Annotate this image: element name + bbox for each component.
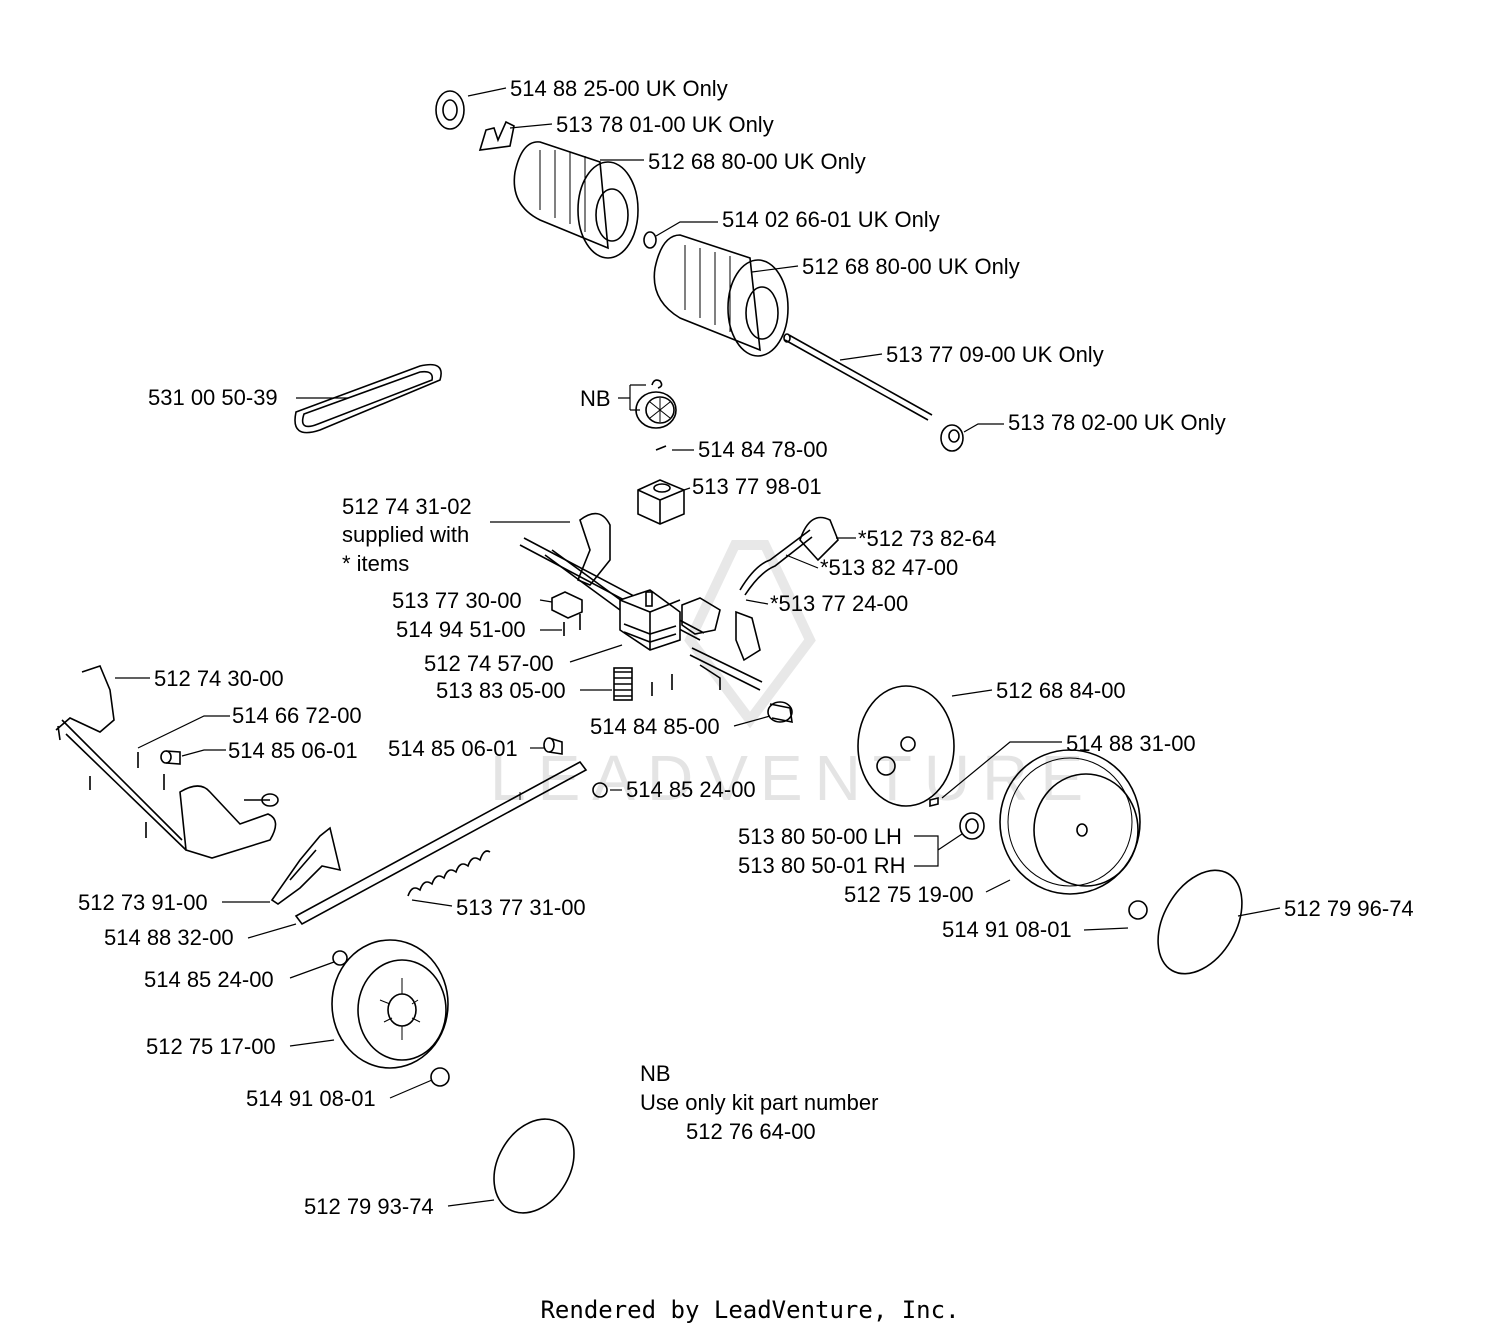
key-part — [929, 796, 939, 808]
pin-part — [655, 445, 667, 451]
watermark: LEADVENTURE — [490, 540, 1095, 814]
label-512-73-91-00: 512 73 91-00 — [78, 890, 208, 915]
note-title: NB — [640, 1061, 671, 1086]
label-514-85-06-01-b: 514 85 06-01 — [388, 736, 518, 761]
small-washer-part — [643, 231, 657, 249]
roller-upper-part — [513, 141, 639, 259]
label-513-77-30-00: 513 77 30-00 — [392, 588, 522, 613]
label-512-68-84-00: 512 68 84-00 — [996, 678, 1126, 703]
label-514-91-08-01-b: 514 91 08-01 — [246, 1086, 376, 1111]
lever-part — [270, 826, 342, 905]
part-labels: 514 88 25-00 UK Only 513 78 01-00 UK Onl… — [78, 76, 1414, 1219]
axle-part — [783, 333, 933, 421]
label-512-68-80-00-b: 512 68 80-00 UK Only — [802, 254, 1020, 279]
label-514-94-51-00: 514 94 51-00 — [396, 617, 526, 642]
coil-spring-part — [407, 850, 491, 897]
label-514-88-31-00: 514 88 31-00 — [1066, 731, 1196, 756]
gear-part — [959, 812, 985, 840]
clip-part — [478, 120, 515, 151]
label-512-75-17-00: 512 75 17-00 — [146, 1034, 276, 1059]
label-514-84-78-00: 514 84 78-00 — [698, 437, 828, 462]
label-513-78-02-00: 513 78 02-00 UK Only — [1008, 410, 1226, 435]
label-514-88-25-00: 514 88 25-00 UK Only — [510, 76, 728, 101]
label-514-85-06-01-a: 514 85 06-01 — [228, 738, 358, 763]
belt-part — [294, 363, 442, 434]
label-513-80-50-00-lh: 513 80 50-00 LH — [738, 824, 902, 849]
bushing-part — [767, 701, 793, 724]
note-line1: Use only kit part number — [640, 1090, 878, 1115]
leader-lines — [115, 87, 1281, 1207]
label-514-91-08-01-a: 514 91 08-01 — [942, 917, 1072, 942]
right-washer-part — [1128, 900, 1148, 920]
label-514-66-72-00: 514 66 72-00 — [232, 703, 362, 728]
right-wheel-part — [999, 749, 1141, 895]
rod-part — [294, 760, 588, 926]
watermark-text: LEADVENTURE — [490, 742, 1095, 814]
label-514-02-66-01: 514 02 66-01 UK Only — [722, 207, 940, 232]
screws-part — [563, 614, 673, 696]
left-washer-part — [332, 950, 348, 966]
label-512-74-30-00: 512 74 30-00 — [154, 666, 284, 691]
label-513-78-01-00: 513 78 01-00 UK Only — [556, 112, 774, 137]
roller-lower-part — [653, 234, 789, 357]
label-513-80-50-01-rh: 513 80 50-01 RH — [738, 853, 906, 878]
bracket-part — [551, 591, 583, 619]
label-514-85-24-00-a: 514 85 24-00 — [626, 777, 756, 802]
label-512-75-19-00: 512 75 19-00 — [844, 882, 974, 907]
label-nb: NB — [580, 386, 611, 411]
label-531-00-50-39: 531 00 50-39 — [148, 385, 278, 410]
label-512-74-57-00: 512 74 57-00 — [424, 651, 554, 676]
cap-part — [940, 424, 964, 452]
nb-note: NB Use only kit part number 512 76 64-00 — [640, 1061, 878, 1144]
wheel-cover-part — [857, 685, 955, 807]
label-513-77-24-00: *513 77 24-00 — [770, 591, 908, 616]
label-512-73-82-64: *512 73 82-64 — [858, 526, 996, 551]
left-washer-lower-part — [430, 1067, 450, 1087]
pin-left-part — [160, 750, 181, 765]
spring-part — [613, 667, 633, 701]
label-512-79-96-74: 512 79 96-74 — [1284, 896, 1414, 921]
label-supplied-with: supplied with — [342, 522, 469, 547]
label-513-82-47-00: *513 82 47-00 — [820, 555, 958, 580]
label-513-77-31-00: 513 77 31-00 — [456, 895, 586, 920]
pin-mid-part — [543, 737, 563, 755]
label-513-83-05-00: 513 83 05-00 — [436, 678, 566, 703]
label-514-88-32-00: 514 88 32-00 — [104, 925, 234, 950]
label-514-84-85-00: 514 84 85-00 — [590, 714, 720, 739]
footer-credit: Rendered by LeadVenture, Inc. — [540, 1296, 959, 1324]
right-hubcap-part — [1157, 869, 1243, 975]
screws-left-part — [89, 752, 165, 838]
washer-part — [435, 90, 465, 130]
left-wheel-part — [331, 939, 449, 1069]
left-hubcap-part — [493, 1118, 575, 1214]
label-star-items: * items — [342, 551, 409, 576]
label-513-77-09-00: 513 77 09-00 UK Only — [886, 342, 1104, 367]
label-514-85-24-00-b: 514 85 24-00 — [144, 967, 274, 992]
label-512-74-31-02: 512 74 31-02 — [342, 494, 472, 519]
label-512-68-80-00-a: 512 68 80-00 UK Only — [648, 149, 866, 174]
note-line2: 512 76 64-00 — [686, 1119, 816, 1144]
label-513-77-98-01: 513 77 98-01 — [692, 474, 822, 499]
pivot-shaft-part — [55, 665, 279, 859]
pulley-part — [618, 379, 677, 429]
gearbox-assembly — [519, 512, 839, 691]
washer-mid-part — [592, 782, 608, 798]
block-part — [637, 479, 685, 525]
label-512-79-93-74: 512 79 93-74 — [304, 1194, 434, 1219]
